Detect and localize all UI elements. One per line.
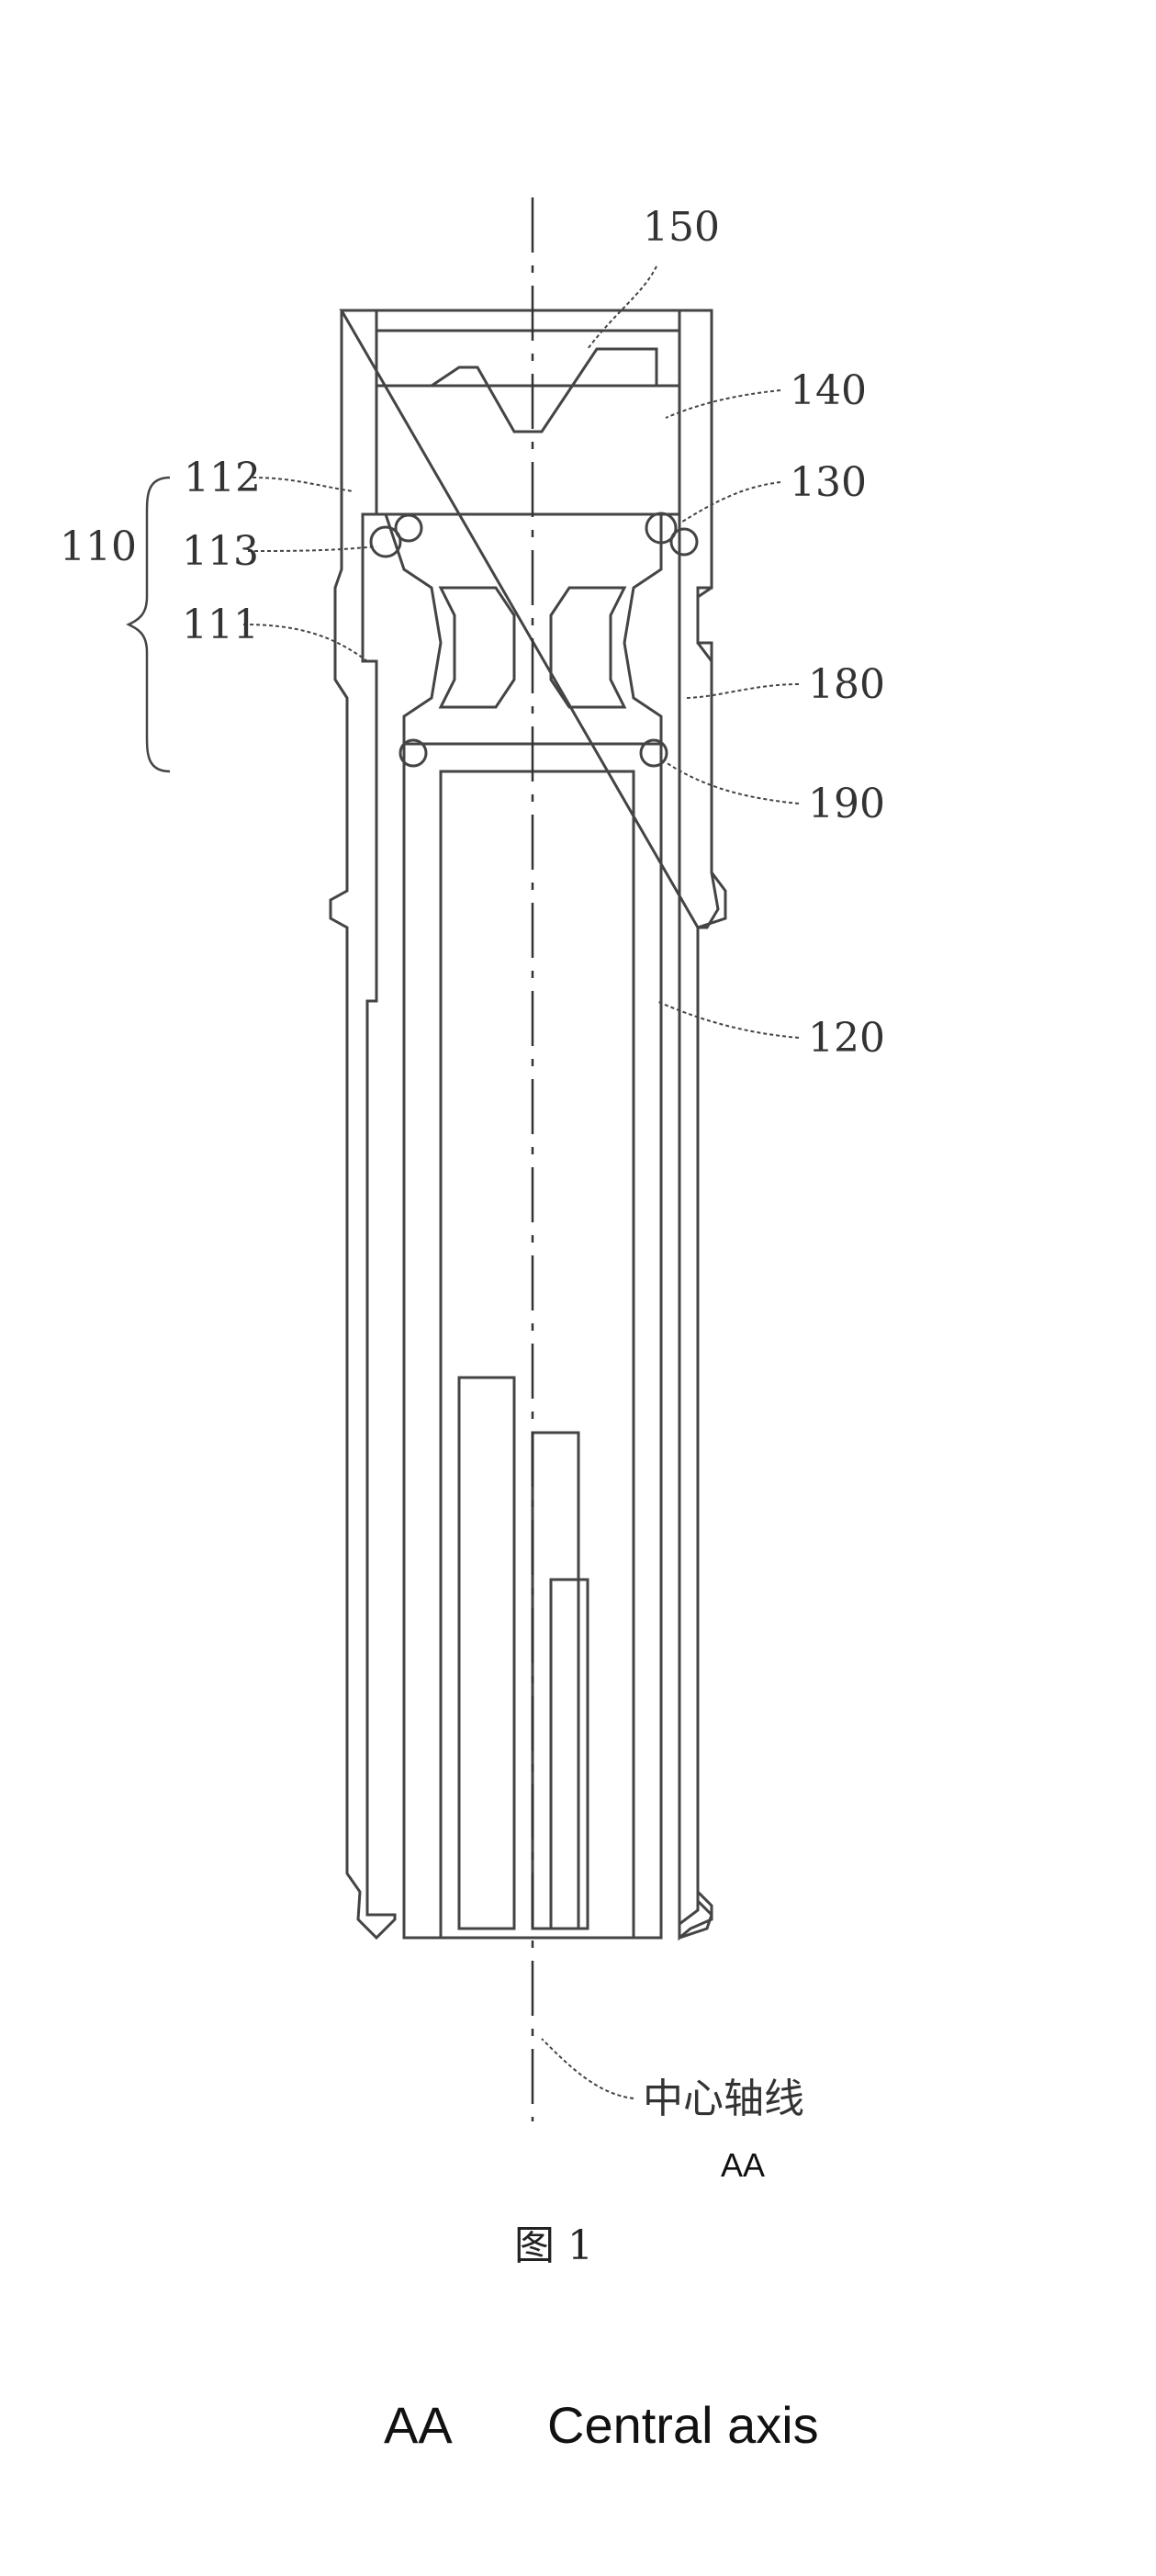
- figure-caption: 图 1: [514, 2222, 593, 2269]
- ref-130: 130: [790, 459, 867, 506]
- group-bracket: [126, 476, 171, 773]
- inner-seat-cavity-right: [549, 586, 627, 709]
- ref-113: 113: [182, 528, 259, 575]
- leader-lines: [242, 265, 800, 2099]
- top-cap: [375, 329, 681, 433]
- device-drawing: [329, 197, 727, 2121]
- inner-seat-cavity-left: [438, 586, 516, 709]
- seal-ring-130-right: [645, 512, 678, 545]
- ref-120: 120: [808, 1015, 885, 1062]
- inner-tube-bore: [439, 770, 635, 1940]
- seal-ring-190-left: [398, 738, 428, 768]
- ref-180: 180: [808, 661, 885, 708]
- ref-112: 112: [184, 455, 261, 501]
- inner-seat: [383, 512, 663, 746]
- ref-111: 111: [182, 602, 259, 648]
- seal-ring-190-right: [639, 738, 668, 768]
- reference-numerals: 150 140 130 112 110 113 111 180 190 120: [60, 204, 885, 1062]
- ref-150: 150: [643, 204, 720, 251]
- seal-ring-113-left: [369, 525, 402, 558]
- axis-label-cn: 中心轴线: [643, 2075, 804, 2122]
- outer-wall-right: [678, 309, 727, 1940]
- bottom-component-c: [549, 1578, 589, 1930]
- outer-wall-left: [329, 309, 397, 1940]
- bottom-component-b: [531, 1431, 580, 1930]
- seal-ring-113-b: [394, 513, 423, 543]
- ref-190: 190: [808, 781, 885, 827]
- ref-110: 110: [60, 523, 137, 570]
- seal-ring-130-b: [669, 527, 699, 557]
- legend-code: AA: [384, 2396, 453, 2454]
- ref-140: 140: [790, 367, 867, 414]
- legend: AA Central axis: [384, 2396, 819, 2454]
- legend-meaning: Central axis: [547, 2396, 819, 2454]
- bottom-component-a: [457, 1376, 516, 1930]
- axis-label-code: AA: [721, 2146, 765, 2184]
